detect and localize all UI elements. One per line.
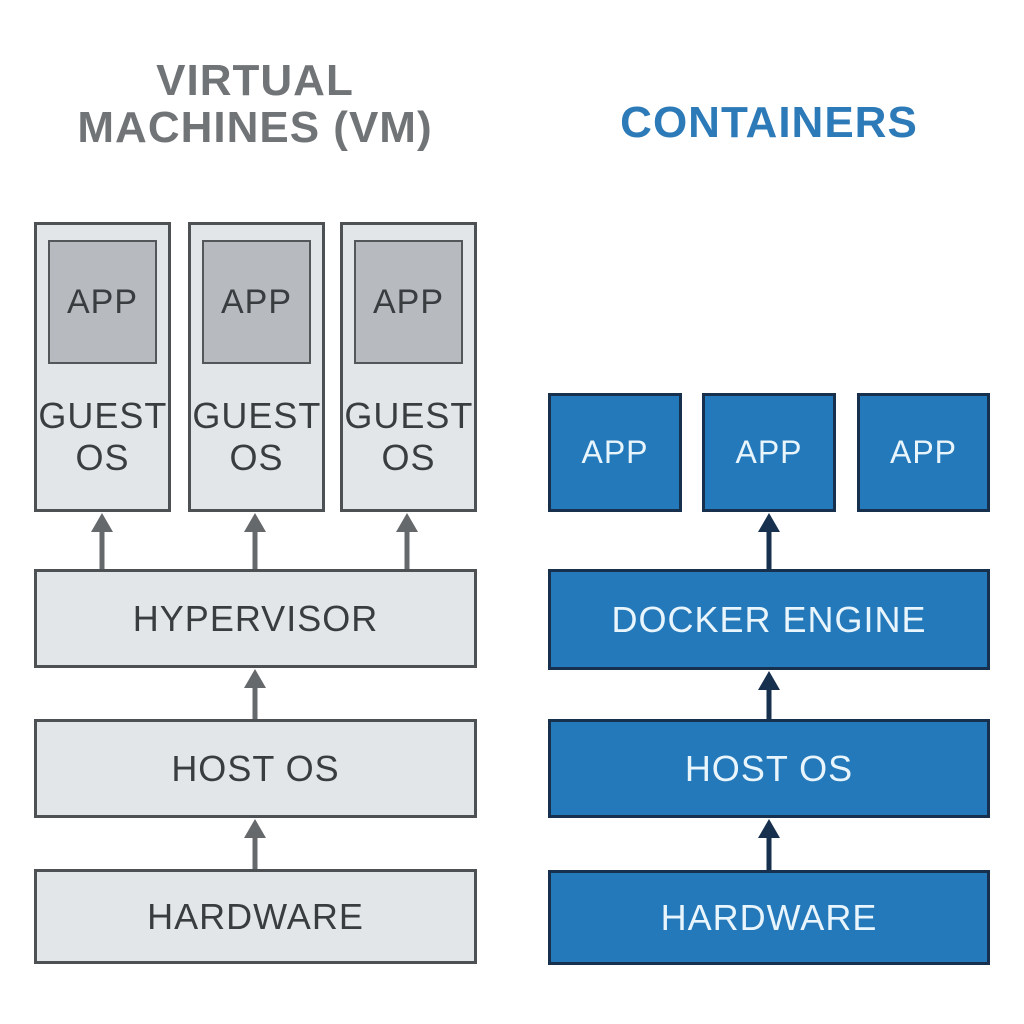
up-arrow-icon xyxy=(243,819,267,869)
container-app-3: APP xyxy=(857,393,990,512)
hypervisor-box: HYPERVISOR xyxy=(34,569,477,668)
hardware-label-right: HARDWARE xyxy=(660,896,878,938)
hardware-box-left: HARDWARE xyxy=(34,869,477,964)
up-arrow-icon xyxy=(90,513,114,569)
vm-title-line2: MACHINES (VM) xyxy=(77,103,433,152)
vm1-guest-os-label: GUEST OS xyxy=(38,394,168,478)
vm2-app-box: APP xyxy=(202,240,311,364)
hardware-box-right: HARDWARE xyxy=(548,870,990,965)
host-os-label-left: HOST OS xyxy=(171,747,340,789)
container-app-1: APP xyxy=(548,393,682,512)
vm-stack-3: APP GUEST OS xyxy=(340,222,477,512)
vm1-app-box: APP xyxy=(48,240,157,364)
vm-title-line1: VIRTUAL xyxy=(156,56,354,105)
docker-engine-label: DOCKER ENGINE xyxy=(611,598,927,640)
vm2-guest-os-label: GUEST OS xyxy=(192,394,322,478)
up-arrow-icon xyxy=(243,669,267,719)
hardware-label-left: HARDWARE xyxy=(147,895,364,937)
hypervisor-label: HYPERVISOR xyxy=(132,597,379,639)
up-arrow-icon xyxy=(757,513,781,569)
vm-stack-1: APP GUEST OS xyxy=(34,222,171,512)
vm-stack-2: APP GUEST OS xyxy=(188,222,325,512)
vm3-app-box: APP xyxy=(354,240,463,364)
host-os-box-right: HOST OS xyxy=(548,719,990,818)
up-arrow-icon xyxy=(395,513,419,569)
host-os-box-left: HOST OS xyxy=(34,719,477,818)
up-arrow-icon xyxy=(757,671,781,719)
up-arrow-icon xyxy=(243,513,267,569)
vm-section-title: VIRTUAL MACHINES (VM) xyxy=(15,57,495,151)
vm3-guest-os-label: GUEST OS xyxy=(344,394,474,478)
host-os-label-right: HOST OS xyxy=(684,747,854,789)
container-app-2: APP xyxy=(702,393,836,512)
docker-engine-box: DOCKER ENGINE xyxy=(548,569,990,670)
up-arrow-icon xyxy=(757,819,781,870)
containers-section-title: CONTAINERS xyxy=(620,98,918,147)
